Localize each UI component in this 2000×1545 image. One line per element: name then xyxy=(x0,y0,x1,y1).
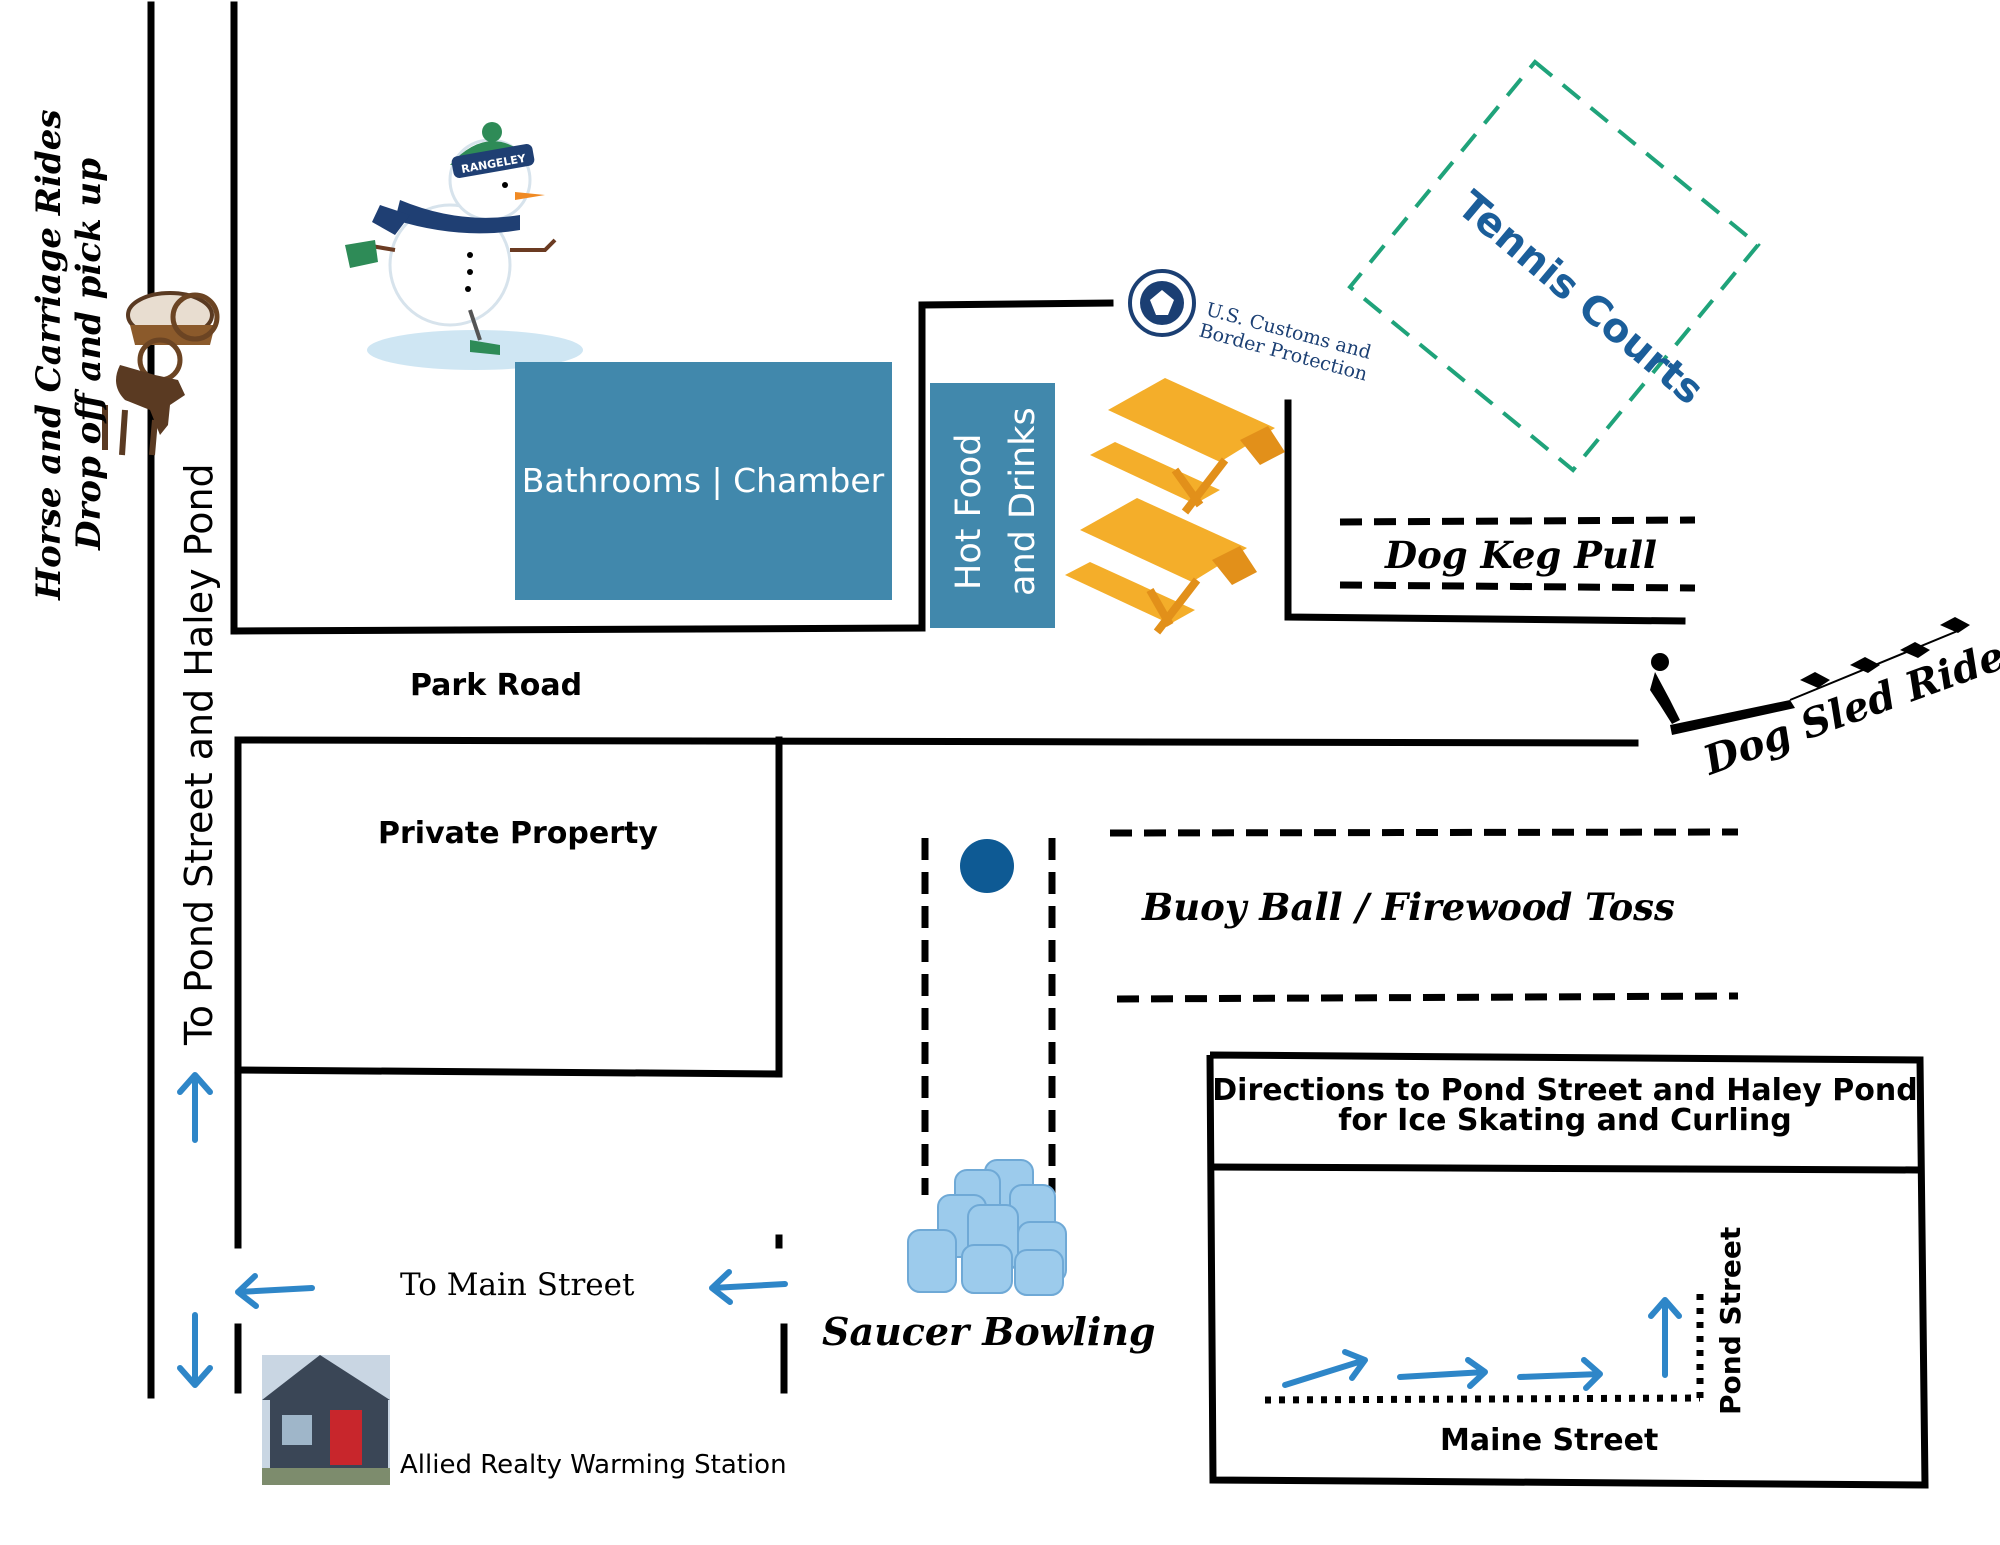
direction-arrow-icon xyxy=(1282,1349,1368,1388)
park-road-label: Park Road xyxy=(410,668,582,703)
directions-title-line1: Directions to Pond Street and Haley Pond xyxy=(1212,1073,1917,1108)
directions-title-line2: for Ice Skating and Curling xyxy=(1338,1103,1791,1138)
snowman-skating-icon: RANGELEY xyxy=(345,122,583,370)
tennis-courts-outline xyxy=(1347,59,1761,473)
dog-keg-pull-lane xyxy=(1339,516,1696,592)
picnic-table-icon xyxy=(1090,378,1285,515)
direction-arrow-icon xyxy=(235,1273,315,1309)
horse-carriage-sublabel: Drop off and pick up xyxy=(69,158,109,551)
hot-food-building xyxy=(930,383,1055,628)
maine-street-dotted-line xyxy=(1264,1290,1704,1404)
horse-carriage-label: Horse and Carriage Rides xyxy=(29,109,69,601)
directions-box xyxy=(1206,1051,1929,1489)
hot-food-label-1: Hot Food xyxy=(949,433,989,590)
to-main-street-label: To Main Street xyxy=(400,1267,635,1303)
dog-keg-pull-label: Dog Keg Pull xyxy=(1384,533,1657,577)
maine-street-label: Maine Street xyxy=(1440,1423,1658,1458)
direction-arrow-icon xyxy=(177,1072,213,1143)
customs-seal-icon xyxy=(1128,269,1196,337)
direction-arrow-icon xyxy=(1648,1297,1682,1378)
road-lines xyxy=(147,1,1686,1399)
bathrooms-chamber-building xyxy=(515,362,892,600)
allied-realty-label: Allied Realty Warming Station xyxy=(400,1450,787,1480)
allied-realty-photo xyxy=(262,1355,390,1485)
dog-sled-rides-label: Dog Sled Rides xyxy=(1696,624,2000,784)
dog-sled-icon xyxy=(1650,617,1970,735)
direction-arrow-icon xyxy=(177,1312,213,1388)
buoy-ball-label: Buoy Ball / Firewood Toss xyxy=(1141,885,1675,929)
horse-carriage-icon xyxy=(102,291,220,456)
picnic-table-icon xyxy=(1065,498,1257,635)
direction-arrow-icon xyxy=(1517,1357,1603,1391)
direction-arrow-icon xyxy=(1397,1357,1488,1389)
pond-street-label: Pond Street xyxy=(1714,1227,1747,1415)
saucer-bowling-lane xyxy=(921,838,1056,1195)
buoy-ball-lane xyxy=(1109,828,1739,1003)
buoy-ball-icon xyxy=(960,839,1014,893)
tennis-courts-label: Tennis Courts xyxy=(1449,182,1713,414)
bathrooms-chamber-label: Bathrooms | Chamber xyxy=(522,461,885,500)
water-jugs-icon xyxy=(907,1159,1067,1296)
hot-food-label-2: and Drinks xyxy=(1003,407,1043,596)
direction-arrow-icon xyxy=(709,1269,788,1305)
private-property-label: Private Property xyxy=(378,816,658,851)
pond-street-vertical-label: To Pond Street and Haley Pond xyxy=(177,463,221,1046)
saucer-bowling-label: Saucer Bowling xyxy=(822,1309,1156,1354)
